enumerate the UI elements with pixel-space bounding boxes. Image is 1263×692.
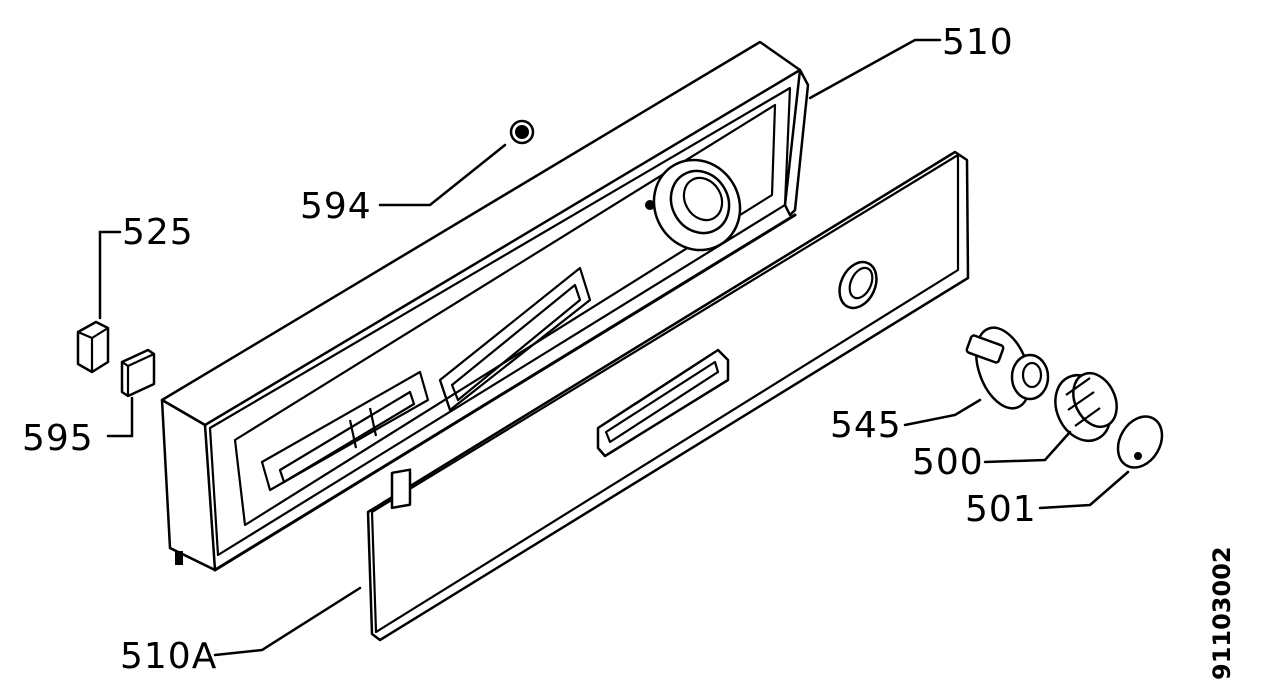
label-501: 501 (965, 489, 1037, 530)
part-510-control-panel-housing (160, 40, 810, 572)
label-595: 595 (22, 418, 94, 459)
label-500: 500 (912, 442, 984, 483)
part-501-cap (1116, 415, 1164, 469)
part-500-knob (1054, 372, 1118, 442)
drawing-number: 91103002 (1208, 546, 1236, 680)
part-594-nut (509, 119, 535, 145)
part-510a-front-panel-plate (366, 150, 970, 642)
part-525-button (76, 320, 110, 374)
part-595-light-pipe (120, 348, 156, 398)
label-594: 594 (300, 186, 372, 227)
label-510a: 510A (120, 636, 217, 677)
leader-lines (98, 38, 1130, 657)
label-545: 545 (830, 405, 902, 446)
part-545-spindle (965, 326, 1050, 410)
label-510: 510 (942, 22, 1014, 63)
label-525: 525 (122, 212, 194, 253)
